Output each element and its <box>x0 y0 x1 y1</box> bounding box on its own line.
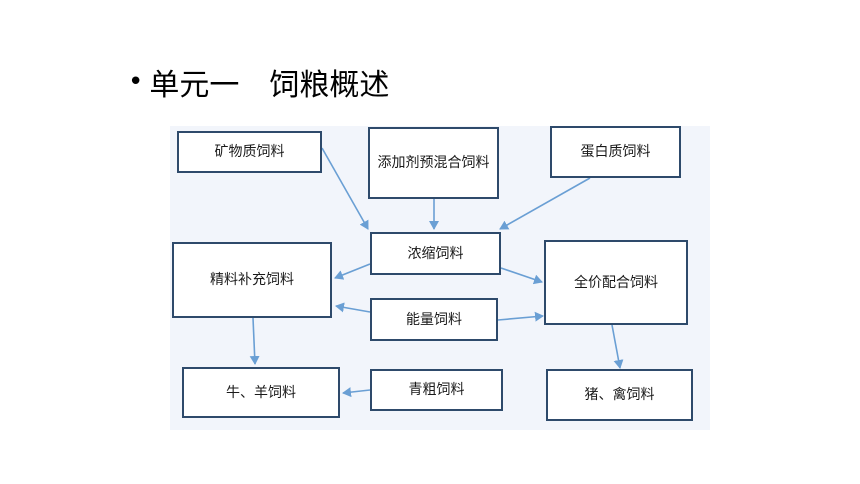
arrow-concentrate-to-supplement <box>334 263 371 280</box>
arrow-roughage-to-cattle <box>342 387 371 398</box>
title-text: 单元一 饲粮概述 <box>149 68 390 103</box>
node-energy-feed: 能量饲料 <box>370 298 498 341</box>
bullet-icon: • <box>128 67 144 97</box>
node-supplement-feed: 精料补充饲料 <box>172 242 332 318</box>
arrow-energy-to-complete <box>497 311 544 322</box>
arrow-concentrate-to-complete <box>500 267 543 285</box>
node-cattle-feed: 牛、羊饲料 <box>182 367 340 418</box>
node-concentrate-feed: 浓缩饲料 <box>370 232 501 275</box>
node-complete-feed: 全价配合饲料 <box>544 240 688 325</box>
node-roughage-feed: 青粗饲料 <box>370 369 503 411</box>
arrow-protein-to-concentrate <box>499 177 591 230</box>
slide-title: • 单元一 饲粮概述 <box>128 60 389 104</box>
node-pig-poultry-feed: 猪、禽饲料 <box>546 369 693 421</box>
node-premix-feed: 添加剂预混合饲料 <box>368 127 499 199</box>
arrow-complete-to-pig <box>611 324 624 369</box>
arrow-mineral-to-concentrate <box>321 147 369 230</box>
arrow-supplement-to-cattle <box>249 317 260 365</box>
node-protein-feed: 蛋白质饲料 <box>550 126 681 178</box>
arrow-energy-to-supplement <box>335 302 371 313</box>
node-mineral-feed: 矿物质饲料 <box>177 131 322 173</box>
